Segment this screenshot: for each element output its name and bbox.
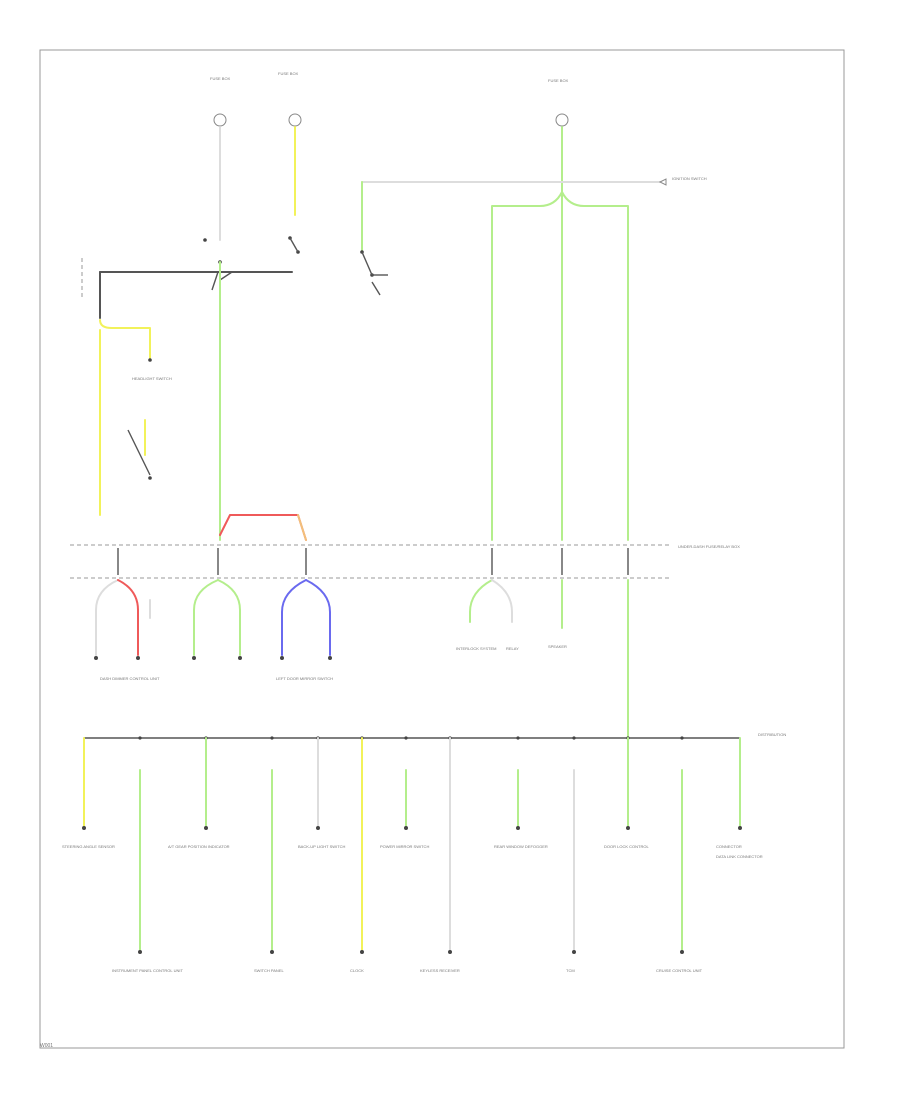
bottom2-label-0: INSTRUMENT PANEL CONTROL UNIT bbox=[112, 968, 183, 973]
diagram-code: W001 bbox=[40, 1043, 54, 1049]
ignition-switch-contacts bbox=[203, 236, 388, 296]
bottom-label-7: DATA LINK CONNECTOR bbox=[716, 854, 763, 859]
bottom2-label-3: KEYLESS RECEIVER bbox=[420, 968, 460, 973]
svg-text:FUSE BOX: FUSE BOX bbox=[210, 76, 231, 81]
svg-text:FUSE BOX: FUSE BOX bbox=[278, 71, 299, 76]
wire-blue-branch-2 bbox=[305, 579, 331, 656]
wire-green-split-right bbox=[561, 191, 629, 541]
mid-label-headlight: HEADLIGHT SWITCH bbox=[132, 376, 172, 381]
svg-text:FUSE BOX: FUSE BOX bbox=[548, 78, 569, 83]
arrow-to-ignition bbox=[658, 178, 667, 186]
wire-orange-tap bbox=[297, 514, 307, 541]
top-source-mid: FUSE BOX bbox=[278, 71, 302, 127]
mid-label-dimmer: DASH DIMMER CONTROL UNIT bbox=[100, 676, 160, 681]
wire-green-right-split-b bbox=[491, 579, 513, 623]
bottom2-label-1: SWITCH PANEL bbox=[254, 968, 284, 973]
bottom-label-2: BACK-UP LIGHT SWITCH bbox=[298, 844, 346, 849]
mid-label-interlock: INTERLOCK SYSTEM bbox=[456, 646, 496, 651]
top-source-left: FUSE BOX bbox=[210, 76, 231, 127]
mid-label-relay: RELAY bbox=[506, 646, 519, 651]
wire-green-split-left bbox=[491, 191, 563, 541]
wire-red-jumper bbox=[219, 514, 307, 541]
bottom-label-0: STEERING ANGLE SENSOR bbox=[62, 844, 115, 849]
bottom-label-3: POWER MIRROR SWITCH bbox=[380, 844, 429, 849]
wire-green-branch-mid2 bbox=[217, 579, 241, 656]
bottom-terminals bbox=[82, 826, 742, 954]
bottom2-label-2: CLOCK bbox=[350, 968, 364, 973]
mid-label-mirror: LEFT DOOR MIRROR SWITCH bbox=[276, 676, 333, 681]
wire-blue-branch-1 bbox=[281, 579, 307, 656]
wire-green-right-split-a bbox=[469, 579, 493, 623]
wire-black-sw bbox=[211, 271, 233, 291]
dist-note: DISTRIBUTION bbox=[758, 732, 786, 737]
diagram-frame bbox=[39, 49, 845, 1049]
mid-label-speaker: SPEAKER bbox=[548, 644, 567, 649]
bottom2-label-4: TCM bbox=[566, 968, 575, 973]
wire-yellow-left-loop bbox=[99, 319, 151, 359]
svg-text:UNDER-DASH FUSE/RELAY BOX: UNDER-DASH FUSE/RELAY BOX bbox=[678, 544, 740, 549]
wire-green-branch-mid bbox=[193, 579, 219, 656]
bottom2-label-5: CRUISE CONTROL UNIT bbox=[656, 968, 703, 973]
bottom-label-5: DOOR LOCK CONTROL bbox=[604, 844, 649, 849]
bottom-label-1: A/T GEAR POSITION INDICATOR bbox=[168, 844, 230, 849]
ignition-ref-label: IGNITION SWITCH bbox=[672, 176, 707, 181]
wire-white-branch-left bbox=[95, 579, 119, 656]
top-source-right: FUSE BOX bbox=[548, 78, 569, 127]
bottom-label-6: CONNECTOR bbox=[716, 844, 742, 849]
underdash-fuse-box: UNDER-DASH FUSE/RELAY BOX bbox=[70, 544, 740, 579]
wire-red-branch bbox=[117, 579, 139, 656]
bottom-label-4: REAR WINDOW DEFOGGER bbox=[494, 844, 548, 849]
